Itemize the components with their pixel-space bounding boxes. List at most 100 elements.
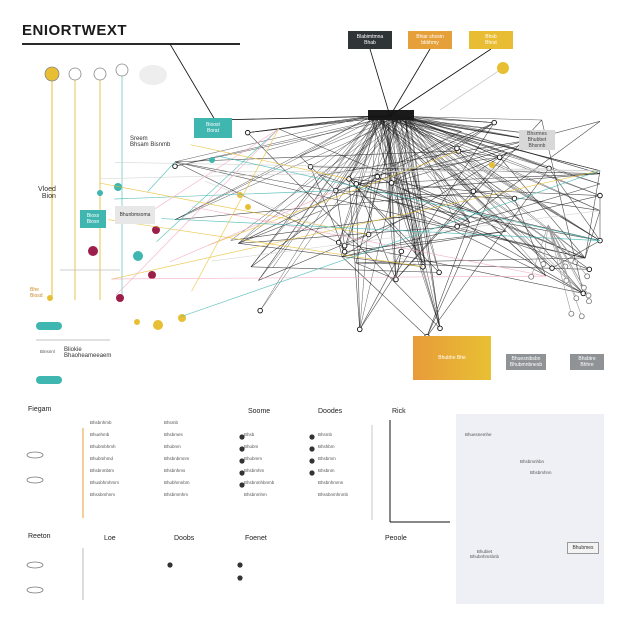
network-node	[244, 129, 251, 136]
header-loe: Loe	[104, 535, 116, 542]
hub-link	[266, 115, 390, 151]
mesh-link	[356, 173, 601, 185]
color-link	[114, 161, 601, 172]
toggle-icon	[26, 586, 44, 594]
bullet-dot	[309, 446, 315, 452]
mesh-link	[458, 150, 500, 158]
colored-node	[245, 204, 251, 210]
mesh-link	[348, 178, 470, 223]
mesh-link	[426, 190, 494, 337]
color-link	[204, 180, 424, 268]
network-node	[454, 223, 460, 230]
hub-link	[359, 115, 411, 330]
list-item: Bhsbnm	[318, 468, 335, 473]
chandelier-link	[547, 224, 577, 299]
list-item: Bhuehmb	[90, 432, 110, 437]
network-node	[341, 248, 348, 255]
hub-link	[387, 115, 397, 280]
list-item: Bhsmb	[164, 420, 179, 425]
hub-link	[390, 115, 441, 329]
hub-link	[359, 115, 378, 330]
list-item: Bhsbnmhm	[244, 492, 267, 497]
hub-link	[174, 115, 371, 163]
hub-link	[385, 115, 470, 223]
mesh-link	[238, 243, 423, 268]
hub-link	[382, 115, 417, 255]
color-link	[100, 182, 369, 235]
pillar-node	[115, 63, 129, 77]
mesh-link	[341, 195, 601, 257]
mesh-link	[174, 161, 601, 241]
mesh-link	[473, 190, 601, 211]
mesh-link	[403, 173, 601, 190]
hub-link	[406, 115, 495, 123]
top-tag-1: Blabimtmna Bhab	[348, 31, 392, 49]
network-node	[357, 326, 363, 333]
network-node	[454, 145, 460, 152]
mesh-link	[278, 128, 586, 259]
color-link	[161, 218, 601, 241]
list-item: Bhsbnmbtm	[90, 468, 115, 473]
hub-link	[393, 115, 601, 211]
color-link	[142, 128, 279, 218]
mesh-link	[395, 251, 402, 280]
bullet-dot	[239, 446, 245, 452]
gray-tag-b1: Bhuesnibsbn Bhubmnbnesb	[506, 354, 546, 370]
mesh-link	[335, 121, 601, 191]
mesh-link	[174, 161, 586, 259]
mesh-link	[355, 183, 397, 280]
list-item: Bhsbnbmnm	[164, 456, 190, 461]
color-link	[191, 206, 546, 277]
list-item: Bhsmb	[318, 432, 333, 437]
detail-panel	[456, 414, 604, 604]
chandelier-node	[572, 259, 579, 265]
mesh-link	[174, 161, 345, 247]
hub-link	[409, 115, 441, 329]
color-link	[115, 128, 279, 296]
hub-link	[399, 115, 601, 241]
network-node	[597, 192, 603, 199]
list-item: Bhshbm	[318, 444, 335, 449]
mesh-link	[238, 131, 462, 244]
mesh-link	[391, 122, 495, 184]
chandelier-link	[547, 224, 588, 277]
orange-box: Bhubhe Bhe	[413, 336, 491, 380]
hub-link	[380, 115, 601, 171]
mesh-link	[258, 215, 411, 281]
color-link	[156, 128, 279, 243]
hub-link	[398, 115, 586, 259]
panel-label-bottom: Bhubiet Bhubnhmsbnb	[470, 549, 500, 559]
hub-link	[383, 115, 538, 142]
hub-link	[174, 115, 373, 220]
chandelier-node	[586, 298, 592, 305]
list-item: Bhubmm	[244, 456, 263, 461]
mesh-link	[418, 140, 538, 191]
network-node	[491, 119, 497, 126]
colored-node	[148, 271, 156, 279]
mesh-link	[341, 256, 428, 337]
colored-node	[209, 157, 215, 163]
network-node	[549, 265, 555, 271]
list-c3: Bhsb Bhubm Bhubmm Bhsbmhm Bhsbnmhbnmb Bh…	[244, 432, 274, 504]
hub-link	[174, 115, 382, 220]
list-item: Bhssbnmhnmb	[318, 492, 349, 497]
mesh-link	[457, 183, 601, 227]
list-item: Bhsbmmhm	[164, 492, 189, 497]
hub-link	[379, 115, 417, 255]
bullet-dot	[237, 575, 243, 581]
hub-link	[396, 115, 470, 223]
mesh-link	[403, 189, 412, 216]
colored-node	[153, 320, 163, 330]
mesh-link	[335, 190, 515, 199]
hub-link	[404, 115, 426, 265]
color-link	[210, 170, 601, 173]
colored-node	[133, 251, 143, 261]
mesh-link	[403, 188, 584, 294]
colored-node	[88, 246, 98, 256]
network-node	[398, 248, 405, 255]
list-item: Bhsbnhmmn	[318, 480, 344, 485]
cylinder-bottom	[36, 376, 62, 384]
gray-tag-b2: Bhsbtre Bhhre	[570, 354, 604, 370]
colored-node	[178, 314, 186, 322]
mesh-link	[456, 122, 495, 149]
